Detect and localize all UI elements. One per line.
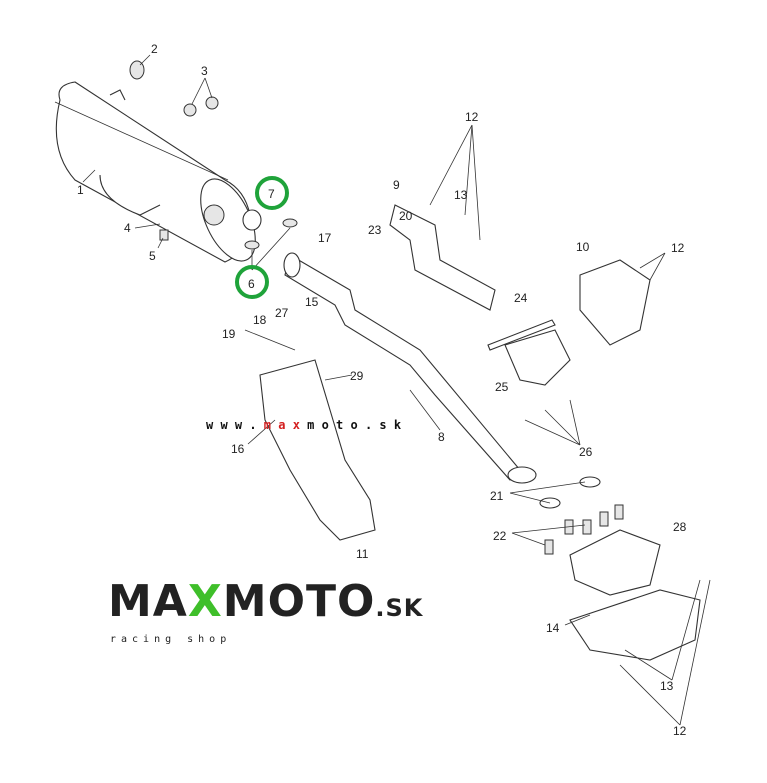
logo-text: MAXMOTO.SK [108, 576, 424, 627]
label-11: 11 [356, 547, 369, 561]
heat-shield-part-14 [569, 589, 701, 661]
label-28: 28 [673, 520, 687, 534]
label-21: 21 [490, 489, 504, 503]
muffler-part-1 [54, 81, 256, 263]
spring-part-6a [244, 240, 260, 250]
label-16: 16 [231, 442, 245, 456]
gasket-part-7 [242, 209, 262, 231]
label-10: 10 [576, 240, 590, 254]
label-19: 19 [222, 327, 236, 341]
label-17: 17 [318, 231, 332, 245]
maxmoto-logo: MAXMOTO.SK racing shop [108, 576, 424, 645]
logo-accent-x: X [188, 576, 223, 627]
logo-tagline: racing shop [110, 634, 231, 645]
label-26: 26 [579, 445, 593, 459]
highlight-circle-7 [255, 176, 289, 210]
url-suffix: m o t o . s k [300, 418, 402, 432]
label-13b: 13 [660, 679, 674, 693]
label-4: 4 [124, 221, 131, 235]
grommet-part-3b [205, 96, 219, 110]
label-14: 14 [546, 621, 560, 635]
url-accent: m a x [264, 418, 300, 432]
highlight-circle-6 [235, 265, 269, 299]
label-9: 9 [393, 178, 400, 192]
flange-part-25 [504, 329, 571, 386]
label-12c: 12 [673, 724, 687, 738]
grommet-part-2 [129, 60, 145, 80]
label-6: 6 [248, 277, 255, 291]
label-8: 8 [438, 430, 445, 444]
bolt-part-5 [159, 229, 169, 241]
gasket-part-24 [487, 319, 556, 351]
logo-part1: MA [108, 576, 188, 627]
label-25: 25 [495, 380, 509, 394]
website-url: w w w . m a x m o t o . s k [206, 418, 402, 432]
pipe-outlet [507, 466, 537, 484]
label-13a: 13 [454, 188, 468, 202]
grommet-part-3a [183, 103, 197, 117]
logo-part3: MOTO [223, 576, 376, 627]
ring-part-21b [579, 476, 601, 488]
part-labels: 1 2 3 4 5 6 7 8 9 10 11 12 12 12 13 13 1… [77, 42, 687, 738]
label-1: 1 [77, 183, 84, 197]
url-prefix: w w w . [206, 418, 264, 432]
label-23: 23 [368, 223, 382, 237]
spring-part-6b [282, 218, 298, 228]
label-15: 15 [305, 295, 319, 309]
label-12a: 12 [465, 110, 479, 124]
label-3: 3 [201, 64, 208, 78]
label-18: 18 [253, 313, 267, 327]
bracket-part-9 [389, 204, 496, 311]
head-pipe-part-8 [284, 254, 521, 481]
heat-shield-part-16 [259, 359, 376, 541]
label-22: 22 [493, 529, 507, 543]
label-24: 24 [514, 291, 528, 305]
label-27: 27 [275, 306, 289, 320]
label-12b: 12 [671, 241, 685, 255]
leader-lines [82, 54, 711, 726]
bracket-part-10 [579, 259, 651, 346]
label-20: 20 [399, 209, 413, 223]
logo-domain: .SK [375, 594, 423, 622]
label-29: 29 [350, 369, 364, 383]
label-2: 2 [151, 42, 158, 56]
label-5: 5 [149, 249, 156, 263]
label-7: 7 [268, 187, 275, 201]
manifold-part-28 [569, 529, 661, 596]
pipe-inlet [283, 252, 301, 278]
